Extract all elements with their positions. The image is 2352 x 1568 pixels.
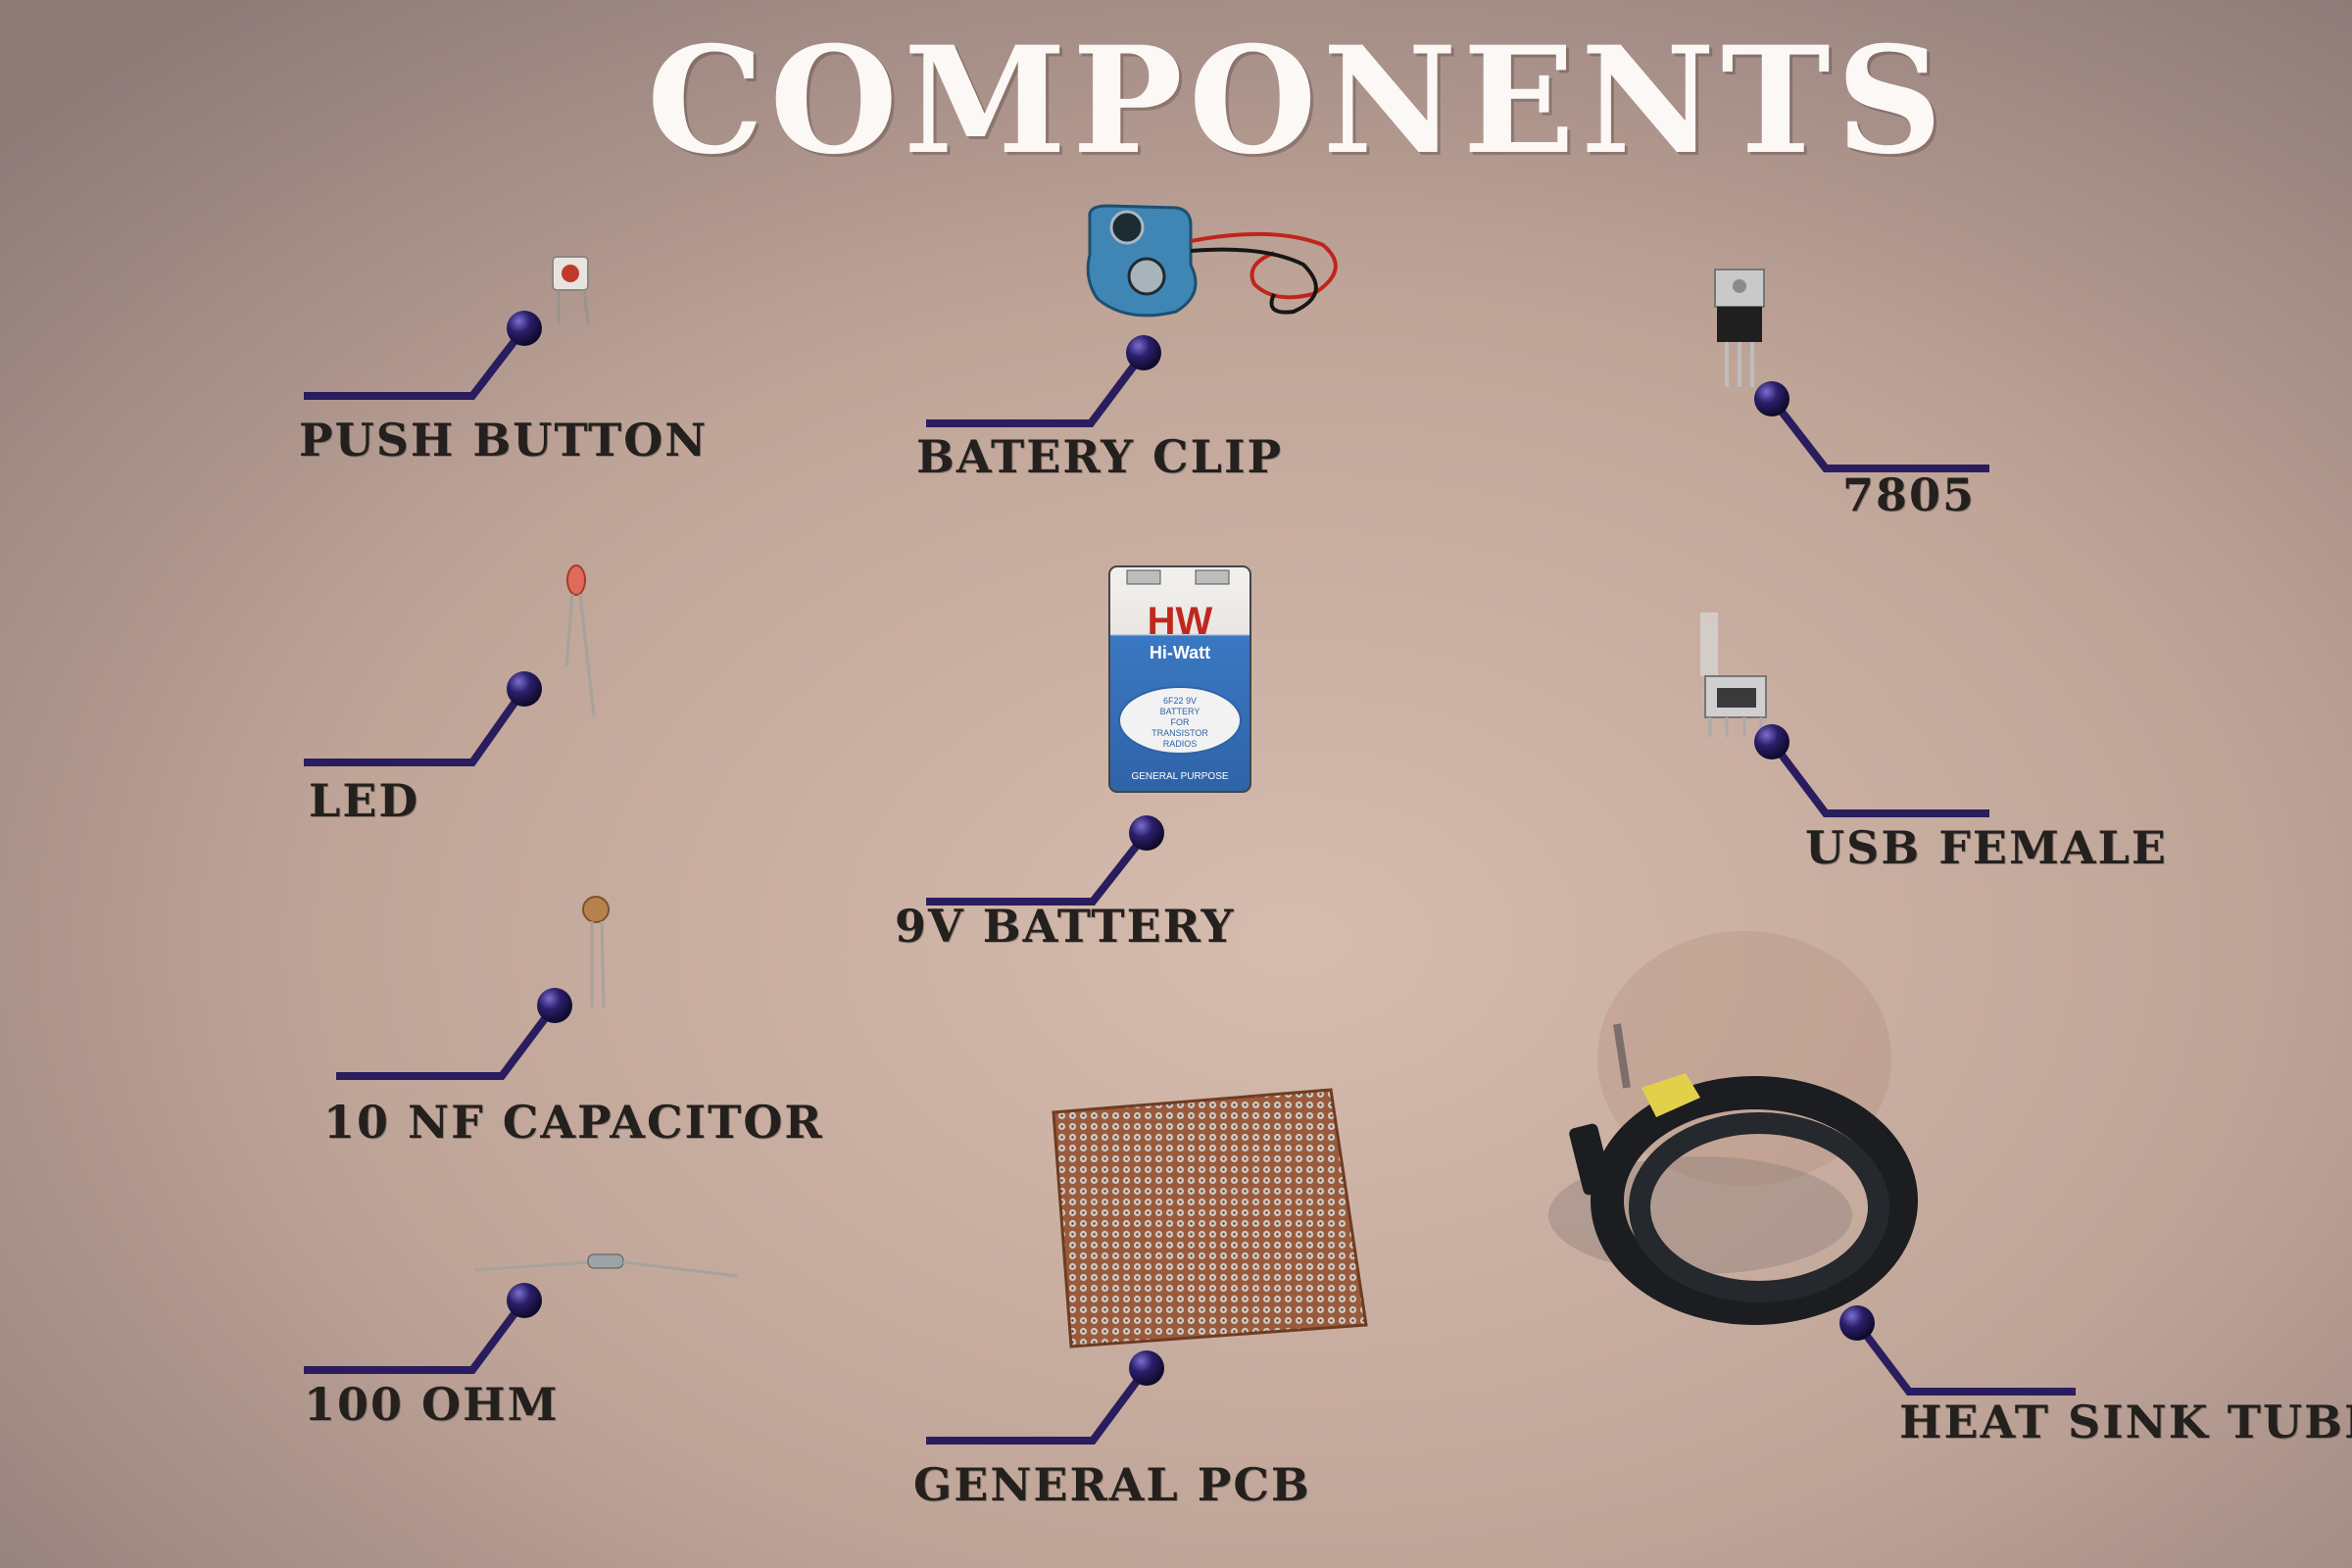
battery-desc-1: 6F22 9V [1163, 696, 1197, 706]
battery-part [1108, 565, 1251, 793]
battery-clip-part [1086, 204, 1338, 318]
leader-push-button [304, 311, 542, 400]
battery-brand: Hi-Watt [1150, 643, 1210, 662]
page-title: COMPONENTS [647, 15, 1949, 187]
resistor-part [473, 1253, 738, 1278]
battery-desc-4: TRANSISTOR [1152, 728, 1208, 738]
label-heat-sink: HEAT SINK TUBE [1899, 1396, 2352, 1448]
leader-led [304, 671, 542, 766]
leader-capacitor [336, 988, 572, 1080]
usb-part [1700, 612, 1767, 737]
label-battery-clip: BATERY CLIP [916, 430, 1284, 483]
leader-battery-clip [926, 335, 1161, 427]
battery-brand-logo: HW [1148, 600, 1213, 643]
heat-sink-tube-part [1548, 1023, 1918, 1325]
leader-regulator [1754, 381, 1989, 472]
pcb-part [1052, 1088, 1368, 1348]
leader-resistor [304, 1283, 542, 1374]
label-regulator: 7805 [1842, 468, 1977, 521]
label-battery: 9V BATTERY [895, 900, 1236, 953]
leader-usb [1754, 724, 1989, 817]
regulator-part [1714, 269, 1765, 387]
leader-pcb [926, 1350, 1164, 1445]
label-led: LED [309, 774, 420, 827]
battery-desc-3: FOR [1171, 717, 1190, 727]
capacitor-part [582, 896, 610, 1008]
label-capacitor: 10 NF CAPACITOR [323, 1096, 824, 1149]
label-usb: USB FEMALE [1805, 821, 2168, 874]
label-resistor: 100 OHM [304, 1378, 560, 1431]
leader-battery [926, 815, 1164, 906]
led-part [564, 564, 596, 716]
battery-desc-2: BATTERY [1160, 707, 1200, 716]
battery-desc-5: RADIOS [1163, 739, 1198, 749]
battery-footer: GENERAL PURPOSE [1131, 771, 1228, 782]
label-pcb: GENERAL PCB [913, 1458, 1311, 1511]
label-push-button: PUSH BUTTON [299, 414, 709, 466]
push-button-part [552, 256, 590, 324]
leader-heat-sink [1839, 1305, 2076, 1396]
